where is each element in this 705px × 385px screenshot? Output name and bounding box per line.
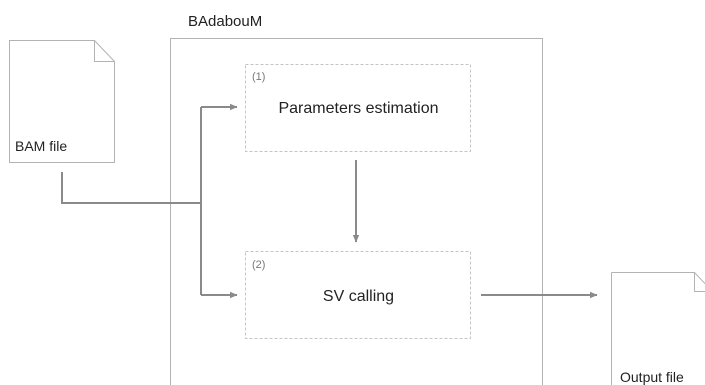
bam-file-label: BAM file [15, 138, 68, 154]
diagram-title: BAdabouM [188, 13, 263, 30]
bam-file-fold [94, 40, 115, 62]
badaboum-container [170, 38, 543, 385]
input-connector [61, 172, 201, 204]
output-file-fold [694, 272, 705, 292]
step-1-number: (1) [252, 71, 266, 83]
bam-file-icon [9, 40, 115, 163]
step-1-label: Parameters estimation [278, 100, 439, 117]
step-2-label: SV calling [322, 288, 395, 305]
output-file-icon [611, 272, 705, 385]
step-1-box [245, 64, 471, 152]
output-file-label: Output file [620, 369, 684, 385]
step-2-number: (2) [252, 259, 266, 271]
step-2-box [245, 251, 471, 339]
